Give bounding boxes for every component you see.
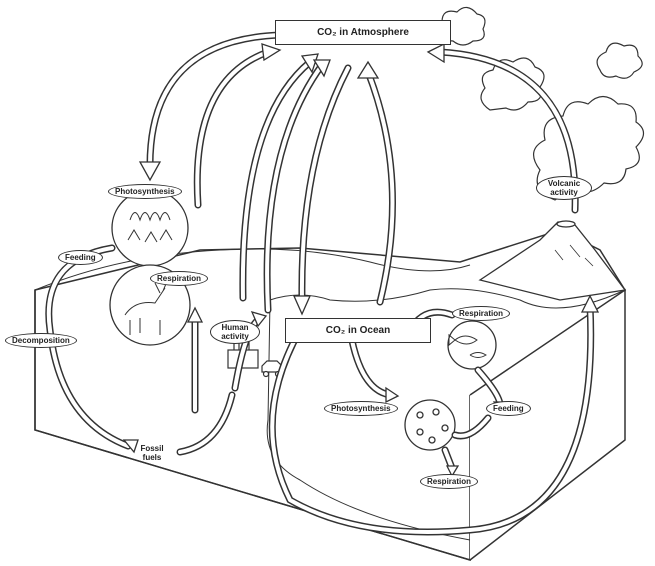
decomposition-label: Decomposition — [5, 333, 77, 348]
plants-icon — [112, 190, 188, 266]
co2-ocean-box: CO₂ in Ocean — [285, 318, 431, 343]
arrowhead — [358, 62, 378, 78]
volcanic-activity-label: Volcanic activity — [536, 176, 592, 200]
arrowhead — [140, 162, 160, 180]
fossil-fuels-label: Fossil fuels — [136, 444, 168, 462]
feeding-ocean-label: Feeding — [486, 401, 531, 416]
plankton-icon — [405, 400, 455, 450]
respiration-ocean-bottom-label: Respiration — [420, 474, 478, 489]
arrowhead — [262, 44, 280, 60]
human-activity-label: Human activity — [210, 320, 260, 344]
respiration-ocean-label: Respiration — [452, 306, 510, 321]
co2-atmosphere-box: CO₂ in Atmosphere — [275, 20, 451, 45]
photosynthesis-ocean-label: Photosynthesis — [324, 401, 398, 416]
arrowhead — [428, 44, 444, 62]
fish-icon — [448, 321, 496, 369]
photosynthesis-land-label: Photosynthesis — [108, 184, 182, 199]
respiration-land-label: Respiration — [150, 271, 208, 286]
smoke-cloud-icon — [435, 7, 643, 200]
feeding-land-label: Feeding — [58, 250, 103, 265]
